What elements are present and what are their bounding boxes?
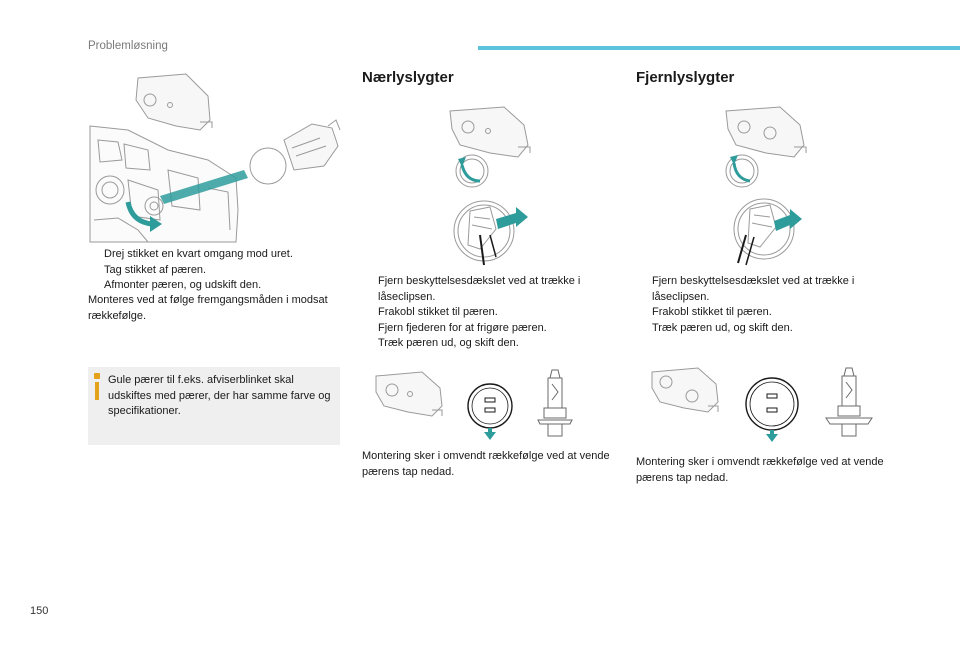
- low-beam-illustration: [449, 106, 531, 266]
- list-item: Tag stikket af pæren.: [104, 263, 207, 276]
- rotate-arrow-icon: [125, 201, 162, 232]
- low-beam-bulb-illustration: [375, 369, 573, 440]
- list-item: Fjern beskyttelsesdækslet ved at trække …: [652, 275, 855, 303]
- high-beam-bulb-illustration: [651, 367, 873, 442]
- low-beam-title: Nærlyslygter: [362, 69, 454, 86]
- mid-footer-text: Montering sker i omvendt rækkefølge ved …: [362, 450, 610, 478]
- info-note: Gule pærer til f.eks. afviserblinket ska…: [88, 367, 340, 445]
- rotate-arrow-icon: [458, 157, 481, 183]
- list-item: Frakobl stikket til pæren.: [652, 306, 772, 318]
- pull-arrow-icon: [496, 207, 528, 229]
- left-paragraph: Monteres ved at følge fremgangsmåden i m…: [88, 294, 328, 322]
- high-beam-title: Fjernlyslygter: [636, 69, 735, 86]
- list-item: Drej stikket en kvart omgang mod uret.: [104, 248, 293, 260]
- list-item: Træk pæren ud, og skift den.: [652, 321, 793, 334]
- info-note-text: Gule pærer til f.eks. afviserblinket ska…: [108, 374, 331, 417]
- section-title: Problemløsning: [88, 40, 168, 52]
- high-beam-illustration: [725, 106, 807, 266]
- header-accent-bar: [478, 46, 960, 50]
- mid-steps-list: Fjern beskyttelsesdækslet ved at trække …: [362, 274, 612, 352]
- down-arrow-icon: [766, 430, 778, 442]
- list-item: Fjern fjederen for at frigøre pæren.: [378, 321, 547, 334]
- right-footer-text: Montering sker i omvendt rækkefølge ved …: [636, 456, 884, 484]
- list-item: Frakobl stikket til pæren.: [378, 306, 498, 318]
- right-steps-list: Fjern beskyttelsesdækslet ved at trække …: [636, 274, 886, 336]
- headlamp-assembly-illustration: [89, 73, 341, 243]
- list-item: Afmonter pæren, og udskift den.: [104, 279, 262, 291]
- left-steps-list: Drej stikket en kvart omgang mod uret. T…: [88, 247, 338, 294]
- info-icon: [94, 373, 100, 439]
- down-arrow-icon: [484, 428, 496, 440]
- list-item: Træk pæren ud, og skift den.: [378, 337, 519, 349]
- page-number: 150: [30, 605, 49, 617]
- list-item: Fjern beskyttelsesdækslet ved at trække …: [378, 275, 581, 303]
- rotate-arrow-icon: [730, 155, 751, 183]
- pull-arrow-icon: [774, 209, 802, 231]
